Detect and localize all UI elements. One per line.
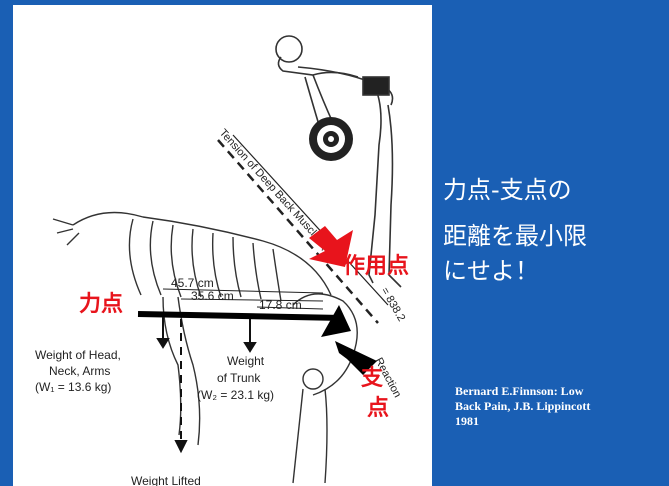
- tension-arrow: [321, 305, 351, 337]
- distance-45-7: 45.7 cm: [171, 276, 214, 290]
- weight-lifted-label: Weight Lifted: [131, 474, 201, 486]
- pelvis-sketch: [292, 293, 358, 484]
- effort-point-label: 力点: [79, 291, 123, 317]
- citation: Bernard E.Finnson: Low Back Pain, J.B. L…: [455, 384, 655, 429]
- weight-trunk-label: Weight of Trunk (W₂ = 23.1 kg): [197, 354, 274, 402]
- figure-panel: Tension of Deep Back Muscles (F = 838.2 …: [13, 5, 432, 486]
- tension-solid-line: [232, 134, 389, 306]
- ribcage-sketch: [52, 211, 332, 446]
- headline-line-1: 力点-支点の: [443, 176, 572, 204]
- top-bar: [0, 0, 669, 5]
- headline-line-2: 距離を最小限: [443, 222, 587, 250]
- distance-35-6: 35.6 cm: [191, 289, 234, 303]
- action-point-arrow-icon: [309, 226, 353, 267]
- citation-line-2: Back Pain, J.B. Lippincott: [455, 399, 591, 413]
- weight-arrows: [156, 317, 257, 454]
- action-point-label: 作用点: [343, 253, 409, 279]
- barbell-plate: [309, 117, 353, 161]
- distance-markers: [162, 288, 324, 310]
- biomechanics-diagram: Tension of Deep Back Muscles (F = 838.2 …: [35, 35, 409, 486]
- reaction-arrow: [335, 341, 377, 375]
- tension-value: = 838.2: [378, 286, 407, 324]
- citation-line-1: Bernard E.Finnson: Low: [455, 384, 584, 398]
- fulcrum-label-1: 支: [361, 366, 384, 391]
- distance-17-8: 17.8 cm: [259, 298, 302, 312]
- headline-line-3: にせよ！: [443, 257, 539, 285]
- citation-line-3: 1981: [455, 414, 479, 428]
- lever-bar: [137, 311, 344, 321]
- lifting-man-figure: [275, 35, 402, 288]
- tension-dashed-line: [217, 139, 379, 324]
- fulcrum-label-2: 点: [367, 395, 389, 421]
- weight-head-label: Weight of Head, Neck, Arms (W₁ = 13.6 kg…: [35, 348, 124, 394]
